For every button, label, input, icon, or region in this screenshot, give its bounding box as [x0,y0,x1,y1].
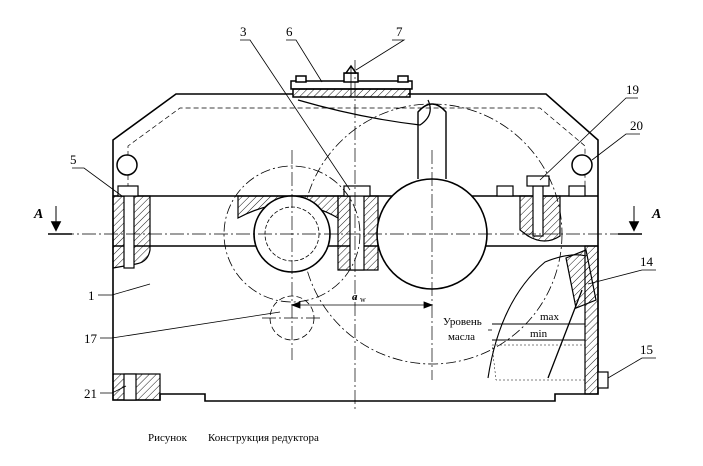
center-bolt [349,195,365,271]
callout-7: 7 [396,24,403,39]
callout-15: 15 [640,342,653,357]
sections [112,175,609,401]
leader-19 [539,97,638,181]
lifting-eyes [116,154,593,176]
callout-5: 5 [70,152,77,167]
dim-arrow-right [423,301,434,309]
callout-1: 1 [88,288,95,303]
left-bolt [123,195,135,269]
callout-3: 3 [240,24,247,39]
callout-6: 6 [286,24,293,39]
center-distance-dimension [290,301,434,309]
wheel-web [417,103,447,179]
leader-14 [587,269,656,285]
callout-20: 20 [630,118,643,133]
cover-screw-right [397,75,409,83]
cover-screw-left [295,75,307,83]
section-label-left: A [33,207,43,222]
leader-1 [98,283,151,296]
right-bolt [532,185,544,237]
leader-lines [72,39,656,394]
top-bolt-a [496,185,514,197]
left-bolt-head [117,185,139,197]
lifting-eye-left [116,154,138,176]
drain-plug [597,371,609,389]
center-bolt-head [343,185,371,197]
right-bolt-head [526,175,550,187]
oil-bath [487,254,587,381]
leader-7 [355,39,406,71]
dim-arrow-left [290,301,301,309]
inspection-cover [290,64,413,98]
callouts: 6 7 3 5 19 20 1 17 21 14 15 [70,24,654,401]
center-distance-sub: w [360,295,366,304]
oil-volume [491,344,586,381]
callout-19: 19 [626,82,639,97]
figure-caption-title: Конструкция редуктора [208,432,319,444]
inspection-cover-seal [292,88,411,98]
callout-21: 21 [84,386,97,401]
oil-max-label: max [540,311,559,323]
leader-21 [100,385,127,394]
gauge-boss-section [565,249,597,309]
leader-6 [286,39,323,83]
housing-cover [112,93,599,196]
center-distance-label: a [352,291,358,303]
callout-17: 17 [84,331,98,346]
leader-20 [591,133,640,161]
cover-cut-curve [297,99,431,126]
centerlines [60,60,640,410]
oil-dipstick [547,289,583,379]
oil-cut-boundary [487,254,587,379]
callout-14: 14 [640,254,654,269]
top-bolt-b [568,185,586,197]
figure-caption-label: Рисунок [148,432,187,444]
section-label-right: A [651,207,661,222]
oil-level-label-line2: масла [448,331,475,343]
oil-level-label-line1: Уровень [443,316,482,328]
leader-17 [100,311,281,339]
section-mark-right-head [628,221,640,232]
oil-min-label: min [530,328,548,340]
leader-15 [607,357,656,379]
foot-bolt-hole [123,373,137,401]
section-mark-left-head [50,221,62,232]
lifting-eye-right [571,154,593,176]
leader-3 [240,39,351,191]
leader-5 [72,167,123,197]
section-markers [48,206,642,235]
cover-inner-wall [127,107,586,196]
oil-labels: Уровень масла max min [443,311,559,343]
